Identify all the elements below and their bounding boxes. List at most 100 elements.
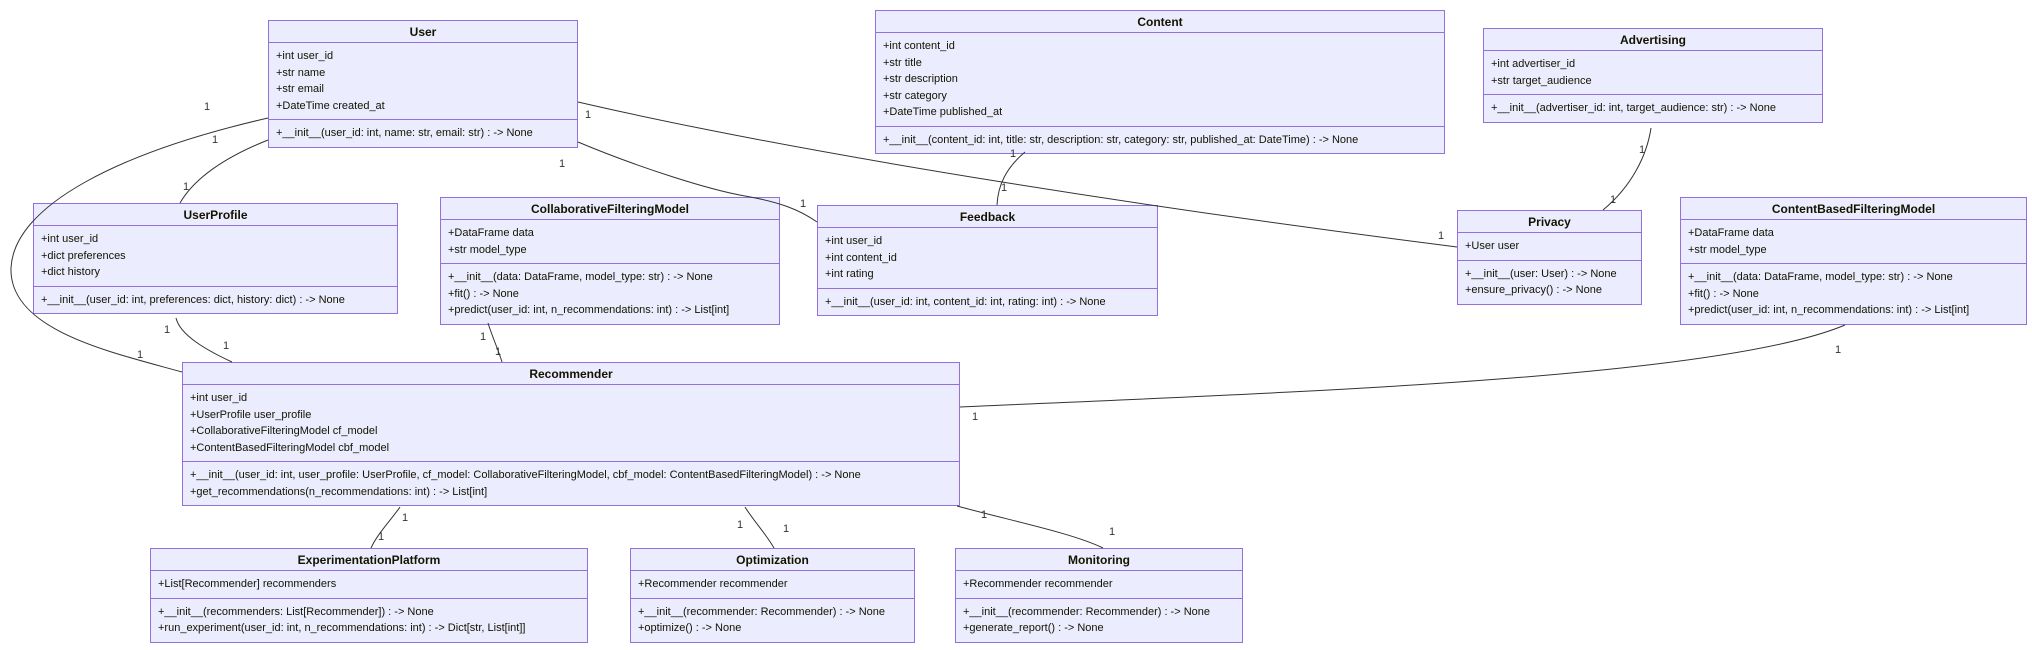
class-attribute: +str model_type [1688,243,1767,256]
class-method: +ensure_privacy() : -> None [1465,284,1602,296]
class-methods-section: +__init__(data: DataFrame, model_type: s… [441,264,779,324]
class-title-optimization: Optimization [631,549,914,571]
multiplicity-label: 1 [1639,144,1645,156]
class-attribute: +DateTime published_at [883,106,1003,118]
multiplicity-label: 1 [183,181,189,193]
class-attributes-section: +DataFrame data +str model_type [1681,220,2026,264]
class-method: +get_recommendations(n_recommendations: … [190,485,488,498]
class-attribute: +User user [1465,240,1520,252]
class-title-experimentationplatform: ExperimentationPlatform [151,549,587,571]
class-attributes-section: +int user_id+str name+str email+DateTime… [269,43,577,120]
class-content: Content+int content_id+str title+str des… [875,10,1445,154]
class-attributes-section: +List[Recommender] recommenders [151,571,587,599]
class-attribute: +int user_id [825,235,883,247]
class-recommender: Recommender+int user_id+UserProfile user… [182,362,960,506]
multiplicity-label: 1 [1835,344,1841,356]
class-optimization: Optimization +Recommender recommender +__i… [630,548,915,643]
class-title-privacy: Privacy [1458,211,1641,233]
class-user: User+int user_id+str name+str email+Date… [268,20,578,148]
relationship-edge-userprofile-recommender [175,317,233,363]
class-attribute: +int content_id [883,40,955,52]
class-attribute: +str email [276,83,324,95]
class-title-cfm: CollaborativeFilteringModel [441,198,779,220]
class-methods-section: +__init__(user_id: int, name: str, email… [269,120,577,147]
class-attributes-section: +int user_id +int content_id +int rating [818,228,1157,289]
class-attributes-section: +int content_id +str title +str descriptio… [876,33,1444,127]
class-attribute: +int advertiser_id [1491,58,1576,70]
class-method: +predict(user_id: int, n_recommendations… [448,304,730,316]
relationship-edge-cbfm-recommender [959,324,1846,408]
class-method: +__init__(data: DataFrame, model_type: s… [448,271,713,283]
class-methods-section: +__init__(user_id: int, preferences: dic… [34,287,397,314]
relationship-edge-cfm-recommender [487,322,503,363]
class-userprofile: UserProfile+int user_id+dict preferences… [33,203,398,314]
class-method: +__init__(user_id: int, preferences: dic… [41,293,345,306]
class-method: +__init__(content_id: int, title: str, d… [883,133,1359,146]
multiplicity-label: 1 [204,101,210,113]
class-title-feedback: Feedback [818,206,1157,228]
class-cbfm: ContentBasedFilteringModel+DataFrame dat… [1680,197,2027,325]
class-attributes-section: +User user [1458,233,1641,261]
class-feedback: Feedback+int user_id+int content_id+int … [817,205,1158,316]
class-attribute: +str name [276,66,326,79]
class-title-monitoring: Monitoring [956,549,1242,571]
class-attribute: +str category [883,89,947,102]
class-methods-section: +__init__(user_id: int, content_id: int,… [818,289,1157,316]
class-method: +__init__(advertiser_id: int, target_aud… [1491,102,1776,114]
class-method: +fit() : -> None [1688,287,1759,300]
class-attribute: +ContentBasedFilteringModel cbf_model [190,441,390,454]
class-method: +__init__(user_id: int, user_profile: Us… [190,469,861,481]
multiplicity-label: 1 [972,411,978,423]
class-attributes-section: +DataFrame data+str model_type [441,220,779,264]
class-attribute: +str target_audience [1491,74,1592,87]
class-attribute: +int user_id [276,50,334,62]
class-advertising: Advertising +int advertiser_id +str target… [1483,28,1823,123]
class-methods-section: +__init__(advertiser_id: int, target_aud… [1484,95,1822,122]
multiplicity-label: 1 [783,523,789,535]
class-method: +__init__(recommenders: List[Recommender… [158,605,434,618]
class-method: +__init__(user: User) : -> None [1465,267,1617,280]
class-attribute: +CollaborativeFilteringModel cf_model [190,425,378,437]
class-attributes-section: +Recommender recommender [631,571,914,599]
class-experimentationplatform: ExperimentationPlatform+List[Recommender… [150,548,588,643]
class-methods-section: +__init__(content_id: int, title: str, d… [876,127,1444,154]
class-method: +__init__(user_id: int, content_id: int,… [825,295,1106,308]
class-methods-section: +__init__(user_id: int, user_profile: Us… [183,462,959,505]
class-method: +generate_report() : -> None [963,622,1104,634]
relationship-edge-recommender-experimentationplatform [370,506,401,549]
multiplicity-label: 1 [164,324,170,336]
relationship-edge-recommender-monitoring [956,505,1104,549]
class-title-advertising: Advertising [1484,29,1822,51]
class-methods-section: +__init__(data: DataFrame, model_type: s… [1681,264,2026,324]
class-attributes-section: +Recommender recommender [956,571,1242,599]
class-attribute: +int content_id [825,251,897,264]
multiplicity-label: 1 [981,509,987,521]
class-attribute: +int rating [825,268,874,280]
class-attribute: +DataFrame data [1688,227,1774,239]
multiplicity-label: 1 [585,109,591,121]
class-attribute: +Recommender recommender [638,578,788,590]
class-attribute: +str title [883,56,922,69]
multiplicity-label: 1 [559,158,565,170]
class-methods-section: +__init__(recommender: Recommender) : ->… [631,599,914,642]
multiplicity-label: 1 [480,331,486,343]
relationship-edge-advertising-privacy [1602,127,1652,211]
multiplicity-label: 1 [137,349,143,361]
class-attributes-section: +int advertiser_id +str target_audience [1484,51,1822,95]
class-attribute: +str description [883,73,958,85]
class-privacy: Privacy +User user +__init__(user: User) :… [1457,210,1642,305]
class-title-recommender: Recommender [183,363,959,385]
class-attribute: +Recommender recommender [963,578,1113,590]
class-attribute: +UserProfile user_profile [190,408,312,421]
multiplicity-label: 1 [737,519,743,531]
multiplicity-label: 1 [1438,230,1444,242]
class-attributes-section: +int user_id+UserProfile user_profile+Co… [183,385,959,462]
relationship-edge-content-feedback [996,151,1026,206]
class-method: +predict(user_id: int, n_recommendations… [1688,304,1970,316]
class-method: +__init__(user_id: int, name: str, email… [276,127,533,139]
class-monitoring: Monitoring+Recommender recommender+__ini… [955,548,1243,643]
class-attribute: +dict preferences [41,249,126,262]
class-method: +fit() : -> None [448,287,519,300]
class-title-cbfm: ContentBasedFilteringModel [1681,198,2026,220]
